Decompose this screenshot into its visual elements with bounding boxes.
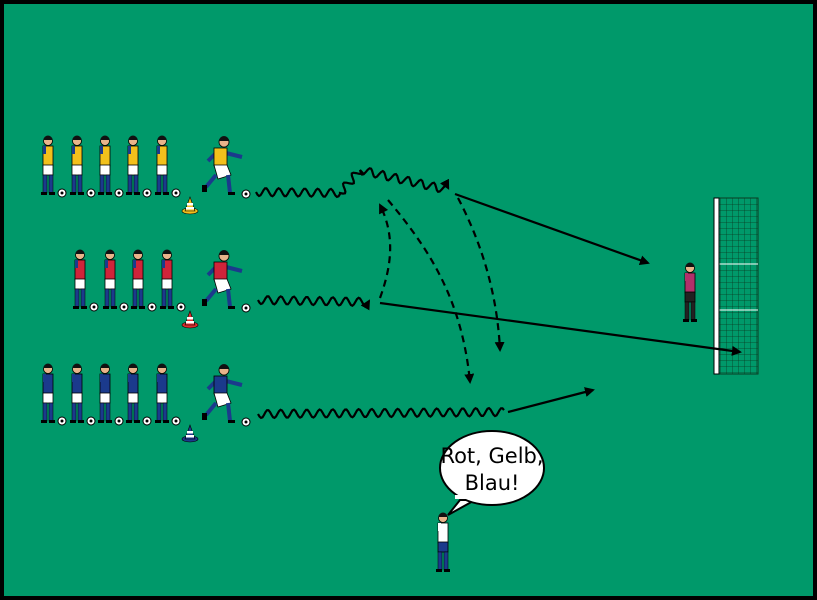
ball-icon <box>86 416 96 426</box>
player-yellow <box>98 135 112 195</box>
dribbling-player-yellow <box>202 136 243 195</box>
pass-arrow-1 <box>378 203 392 299</box>
player-red <box>103 249 117 309</box>
ball-icon <box>142 416 152 426</box>
speech-bubble: Rot, Gelb, Blau! <box>439 430 545 516</box>
coach <box>436 512 450 572</box>
player-red <box>160 249 174 309</box>
ball-icon <box>241 303 251 313</box>
player-yellow <box>126 135 140 195</box>
player-yellow <box>70 135 84 195</box>
ball-icon <box>89 302 99 312</box>
shot-arrow-middle <box>379 301 742 356</box>
player-red <box>73 249 87 309</box>
ball-icon <box>57 188 67 198</box>
dribbling-player-red <box>202 250 243 309</box>
speech-line-2: Blau! <box>465 471 520 495</box>
cone-icon <box>181 424 199 443</box>
cone-icon <box>181 310 199 329</box>
goalkeeper <box>683 262 697 322</box>
dribble-path-red <box>257 295 370 311</box>
pass-arrow-2 <box>387 199 475 384</box>
ball-icon <box>86 188 96 198</box>
goal-post <box>713 197 720 375</box>
player-blue <box>41 363 55 423</box>
ball-icon <box>171 188 181 198</box>
dribble-path-blue <box>257 406 505 420</box>
player-blue <box>126 363 140 423</box>
speech-line-1: Rot, Gelb, <box>440 444 543 468</box>
player-blue <box>70 363 84 423</box>
ball-icon <box>119 302 129 312</box>
run-arrow-blue <box>507 387 595 414</box>
ball-icon <box>241 189 251 199</box>
ball-icon <box>114 416 124 426</box>
dribbling-player-blue <box>202 364 243 423</box>
ball-icon <box>142 188 152 198</box>
ball-icon <box>171 416 181 426</box>
cone-icon <box>181 196 199 215</box>
player-blue <box>155 363 169 423</box>
shot-arrow-top <box>454 192 650 266</box>
goal <box>713 197 759 375</box>
player-blue <box>98 363 112 423</box>
ball-icon <box>176 302 186 312</box>
player-yellow <box>41 135 55 195</box>
dribble-path-yellow <box>255 167 450 199</box>
ball-icon <box>241 417 251 427</box>
pass-arrow-3 <box>457 197 505 352</box>
player-yellow <box>155 135 169 195</box>
ball-icon <box>57 416 67 426</box>
ball-icon <box>147 302 157 312</box>
player-red <box>131 249 145 309</box>
ball-icon <box>114 188 124 198</box>
